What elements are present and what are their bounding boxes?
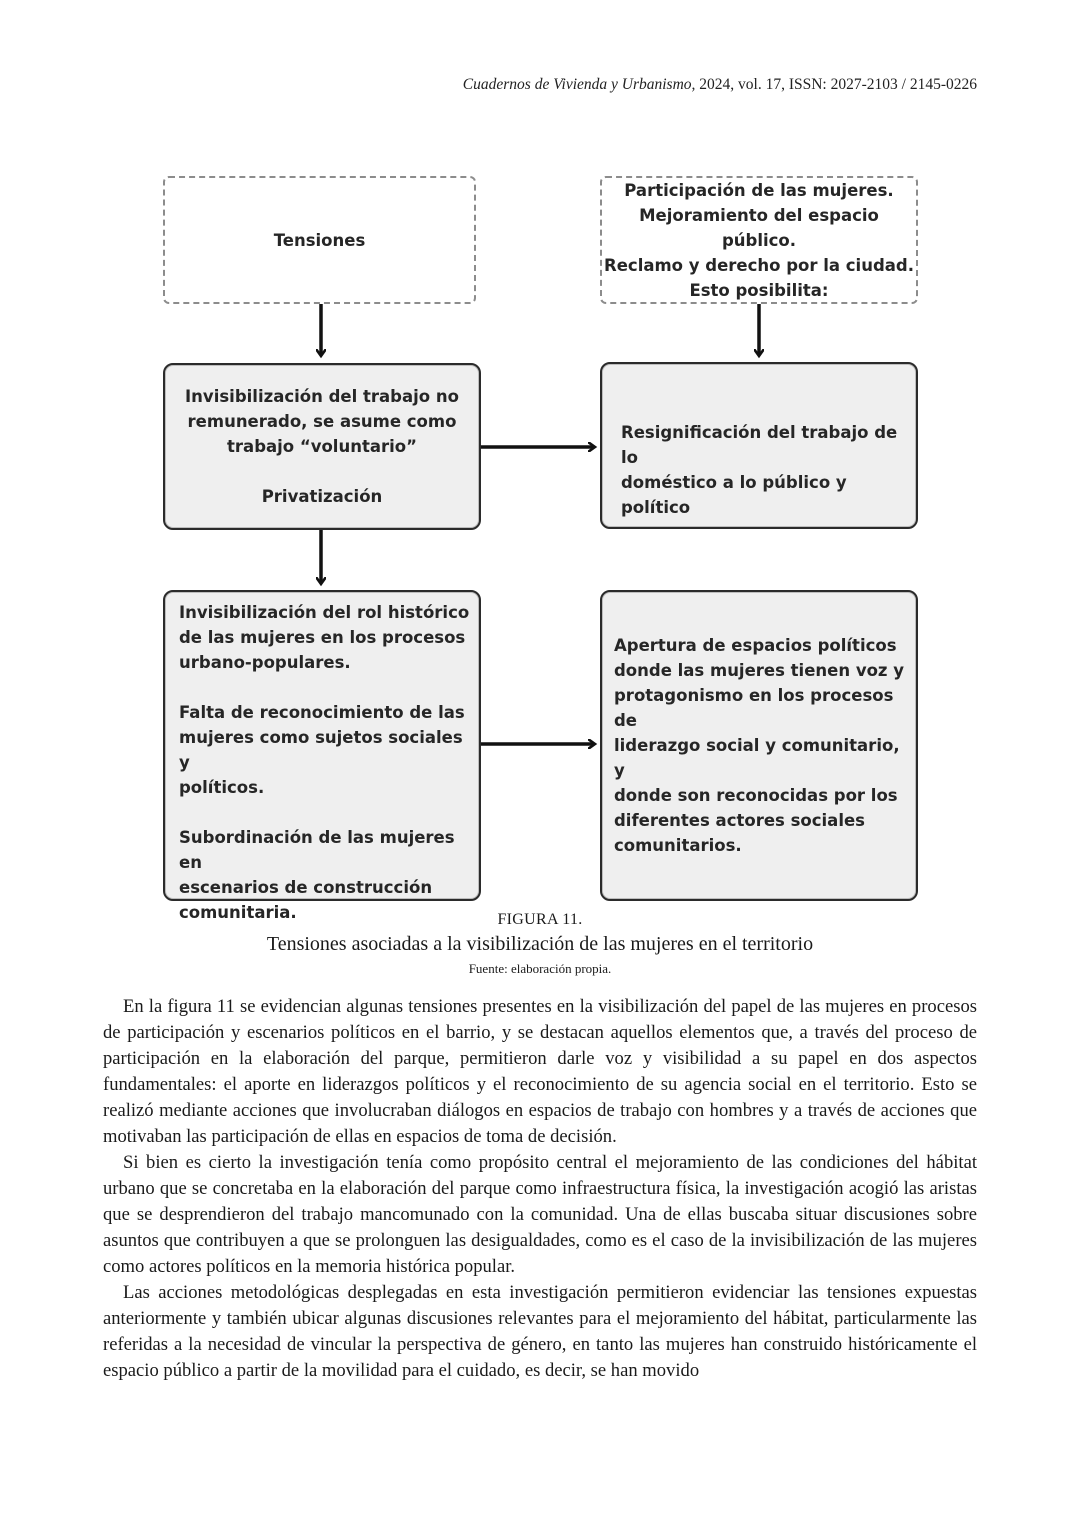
opening-box: Apertura de espacios políticos donde las… (600, 590, 918, 901)
tensions-text: Tensiones (273, 230, 366, 250)
participation-box: Participación de las mujeres. Mejoramien… (600, 176, 918, 304)
invisibilization-work-box: Invisibilización del trabajo no remunera… (163, 363, 481, 530)
figure-title: Tensiones asociadas a la visibilización … (266, 933, 814, 955)
paragraph-3: Las acciones metodológicas desplegadas e… (103, 1282, 977, 1381)
journal-details: 2024, vol. 17, ISSN: 2027-2103 / 2145-02… (695, 76, 977, 93)
tensions-box: Tensiones (163, 176, 476, 304)
figure-diagram: Tensiones Participación de las mujeres. … (0, 176, 1080, 922)
invisibilization-role-box: Invisibilización del rol histórico de la… (163, 590, 481, 922)
diagram-arrows (0, 304, 1080, 910)
body-text: En la figura 11 se evidencian algunas te… (103, 994, 977, 1384)
resignification-box: Resignificación del trabajo de lo domést… (600, 362, 918, 529)
invisibilization-role-text: Invisibilización del rol histórico de la… (179, 603, 470, 922)
participation-text: Participación de las mujeres. Mejoramien… (604, 180, 914, 300)
paragraph-2: Si bien es cierto la investigación tenía… (103, 1152, 977, 1277)
opening-text: Apertura de espacios políticos donde las… (614, 636, 905, 855)
resignification-text: Resignificación del trabajo de lo domést… (621, 423, 898, 517)
running-header: Cuadernos de Vivienda y Urbanismo, 2024,… (463, 76, 977, 94)
figure-source: Fuente: elaboración propia. (468, 961, 612, 976)
invisibilization-work-text: Invisibilización del trabajo no remunera… (185, 387, 459, 506)
journal-name: Cuadernos de Vivienda y Urbanismo, (462, 76, 696, 93)
figure-label: FIGURA 11. (497, 911, 583, 928)
paragraph-1: En la figura 11 se evidencian algunas te… (103, 996, 977, 1147)
